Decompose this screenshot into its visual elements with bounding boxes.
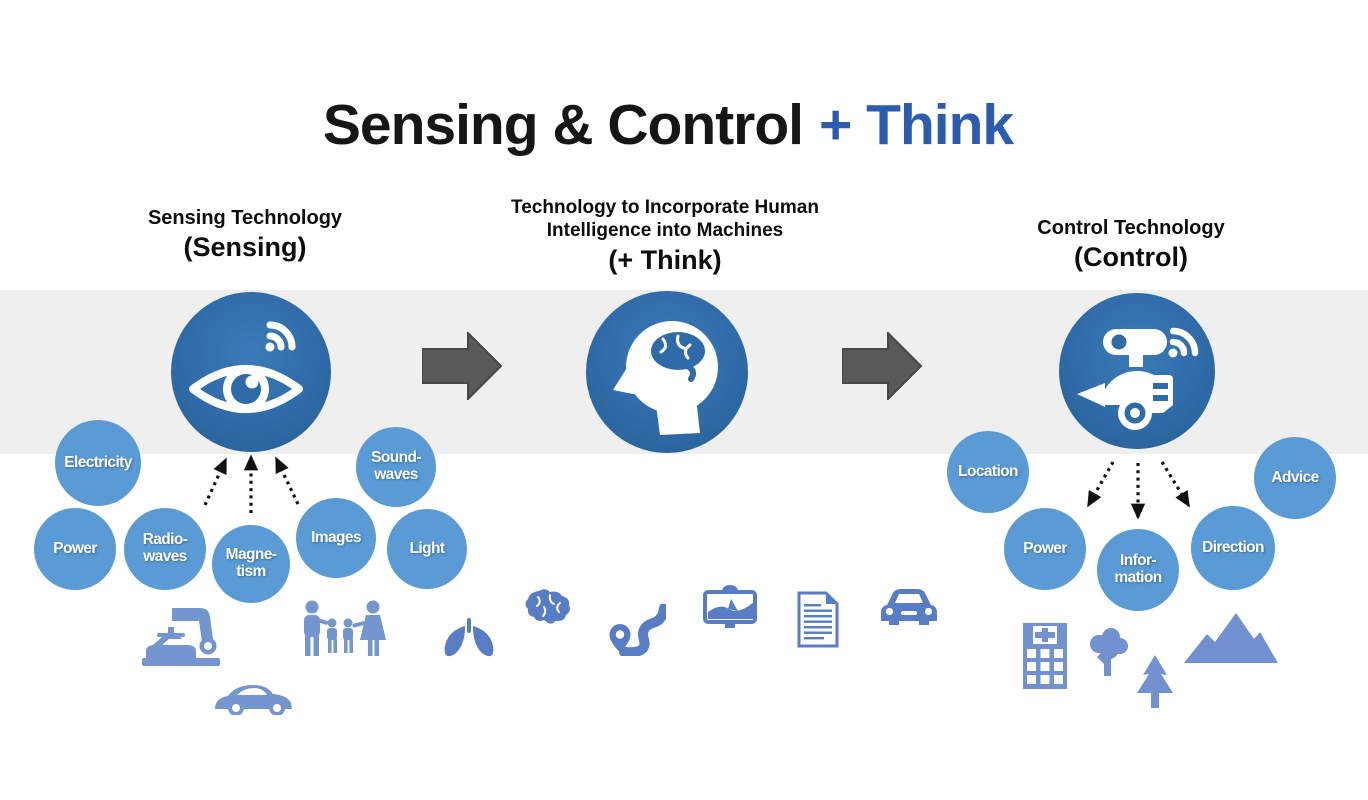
think-header-line2: (+ Think) xyxy=(608,244,722,275)
head-brain-icon xyxy=(613,321,718,435)
bubble-electricity: Electricity xyxy=(55,420,141,506)
lungs-icon xyxy=(444,618,494,658)
bubble-radio-waves-label: Radio- waves xyxy=(142,531,188,565)
gps-device-icon xyxy=(703,585,757,631)
input-arrow-right xyxy=(274,456,300,505)
bubble-electricity-label: Electricity xyxy=(64,453,132,471)
flow-arrow-think-to-control xyxy=(842,332,922,400)
bubble-sound-waves-label: Sound- waves xyxy=(371,449,421,483)
think-circle xyxy=(586,291,748,453)
page-title: Sensing & Control+ Think xyxy=(0,92,1336,158)
family-icon xyxy=(300,600,392,658)
think-header-line1: Technology to Incorporate Human Intellig… xyxy=(511,197,819,241)
sensing-circle xyxy=(171,292,331,452)
bubble-location: Location xyxy=(947,431,1029,513)
bubble-power-output-label: Power xyxy=(1023,539,1067,557)
control-circle xyxy=(1059,293,1215,449)
bubble-advice-label: Advice xyxy=(1271,468,1319,486)
bubble-information-label: Infor- mation xyxy=(1114,552,1162,586)
bubble-light-label: Light xyxy=(409,539,445,557)
bubble-power-input: Power xyxy=(34,508,116,590)
bubble-magnetism: Magne- tism xyxy=(212,525,290,603)
bubble-direction-label: Direction xyxy=(1202,538,1264,556)
document-icon xyxy=(797,591,839,648)
bubble-direction: Direction xyxy=(1191,506,1275,590)
bubble-images: Images xyxy=(296,498,376,578)
bubble-sound-waves: Sound- waves xyxy=(356,427,436,507)
bubble-advice: Advice xyxy=(1254,437,1336,519)
input-arrow-left xyxy=(203,457,228,506)
bubble-radio-waves: Radio- waves xyxy=(124,508,206,590)
control-header-line2: (Control) xyxy=(1074,242,1188,272)
brain-icon xyxy=(520,589,572,624)
tree-icon xyxy=(1086,628,1130,678)
robot-icon xyxy=(1077,327,1199,430)
title-accent: + Think xyxy=(819,93,1014,157)
bubble-power-input-label: Power xyxy=(53,539,97,557)
bubble-power-output: Power xyxy=(1004,508,1086,590)
bubble-location-label: Location xyxy=(958,462,1018,480)
pine-tree-icon xyxy=(1135,655,1175,709)
control-header-line1: Control Technology xyxy=(1037,217,1225,239)
output-arrow-right xyxy=(1160,461,1191,508)
bubble-magnetism-label: Magne- tism xyxy=(225,546,277,580)
eye-sensor-icon xyxy=(189,321,303,413)
hospital-icon xyxy=(1021,621,1069,691)
bubble-information: Infor- mation xyxy=(1097,529,1179,611)
bubble-light: Light xyxy=(387,509,467,589)
flow-arrow-sensing-to-think xyxy=(422,332,502,400)
route-pin-icon xyxy=(608,604,666,656)
sensing-header: Sensing Technology (Sensing) xyxy=(70,206,420,263)
mountains-icon xyxy=(1184,613,1278,663)
car-side-icon xyxy=(213,681,301,715)
think-header: Technology to Incorporate Human Intellig… xyxy=(460,197,870,276)
title-main: Sensing & Control xyxy=(322,93,804,157)
robot-arm-car-icon xyxy=(142,606,222,672)
car-front-icon xyxy=(879,587,939,627)
bubble-images-label: Images xyxy=(311,528,361,546)
sensing-header-line1: Sensing Technology xyxy=(147,207,343,229)
sensing-header-line2: (Sensing) xyxy=(183,232,307,262)
control-header: Control Technology (Control) xyxy=(958,216,1304,273)
output-arrow-left xyxy=(1086,461,1115,508)
